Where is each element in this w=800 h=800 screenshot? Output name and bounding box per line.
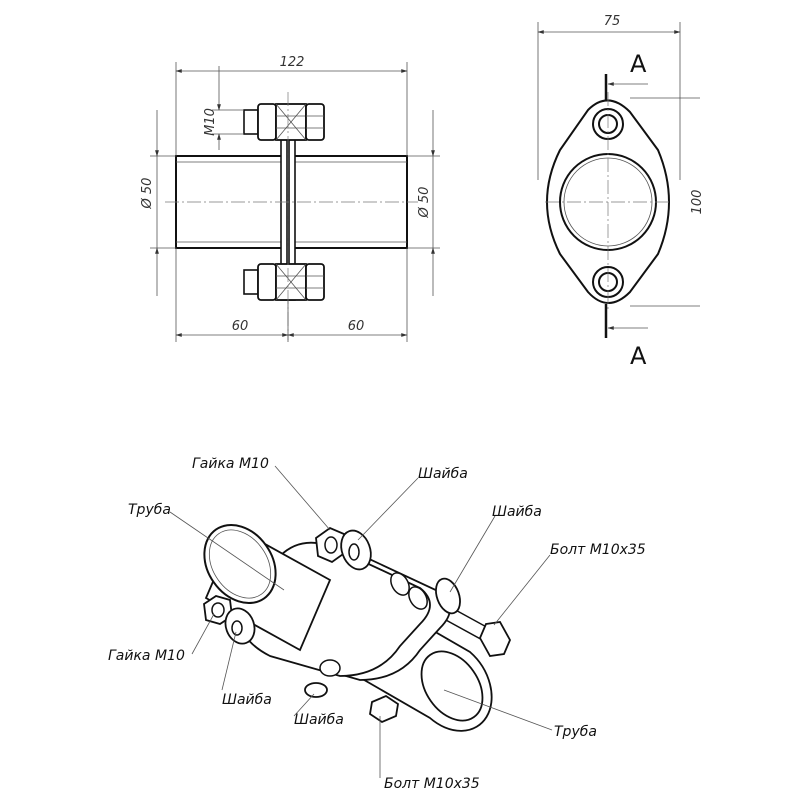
label-nut-top: Гайка М10 — [192, 456, 269, 472]
label-washer-bottom-1: Шайба — [222, 692, 272, 708]
svg-text:100: 100 — [690, 190, 705, 215]
iso-bolt-head-bottom — [369, 694, 399, 724]
dim-thread: M10 — [203, 108, 218, 136]
dim-right-half: 60 — [348, 319, 365, 334]
isometric-view: Гайка М10 Шайба Шайба Болт М10х35 Труба … — [108, 456, 646, 792]
label-bolt-bottom: Болт М10х35 — [384, 776, 480, 792]
dim-left-half: 60 — [232, 319, 249, 334]
dim-diameter-left: Ø 50 — [140, 178, 155, 210]
iso-washer-bottom — [304, 682, 328, 698]
label-washer-top-1: Шайба — [418, 466, 468, 482]
section-label-bottom: A — [630, 342, 647, 370]
iso-pipe-left-opening — [203, 524, 277, 604]
iso-washer-top-2 — [435, 577, 461, 615]
top-bolt-assembly — [243, 103, 325, 141]
label-pipe-left: Труба — [128, 502, 171, 518]
label-washer-bottom-2: Шайба — [294, 712, 344, 728]
front-view: 122 60 60 M10 Ø 50 Ø 50 — [140, 55, 440, 342]
dim-width: 75 — [604, 14, 621, 29]
label-nut-left: Гайка М10 — [108, 648, 185, 664]
label-washer-top-2: Шайба — [492, 504, 542, 520]
iso-bolt-head-right — [478, 621, 512, 657]
side-view: 75 100 A A — [537, 14, 705, 370]
bottom-bolt-assembly — [243, 263, 325, 301]
label-bolt-right: Болт М10х35 — [550, 542, 646, 558]
section-label-top: A — [630, 50, 647, 78]
dim-total-length: 122 — [280, 55, 305, 70]
label-pipe-right: Труба — [554, 724, 597, 740]
dim-diameter-right: Ø 50 — [417, 187, 432, 219]
